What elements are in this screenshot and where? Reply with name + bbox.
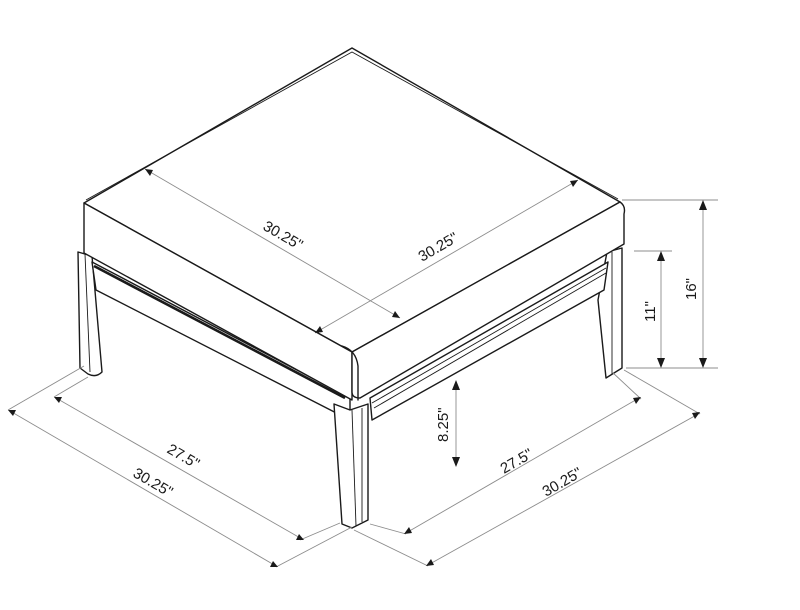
dim-leg-clearance: 8.25" [435, 380, 460, 467]
ottoman-drawing [77, 47, 626, 529]
dim-seat-height: 16" [622, 199, 718, 369]
dim-overall-left-label: 30.25" [130, 465, 176, 501]
frame-apron [91, 261, 609, 421]
dim-leg-span-left: 27.5" [53, 376, 341, 541]
front-leg [333, 403, 369, 529]
back-left-leg [77, 251, 103, 377]
dim-frame-height: 11" [634, 250, 672, 368]
dim-overall-right-label: 30.25" [540, 464, 586, 500]
dim-leg-clearance-label: 8.25" [435, 407, 452, 442]
dim-seat-height-label: 16" [683, 278, 700, 300]
dim-frame-height-label: 11" [642, 301, 659, 322]
dim-leg-span-right-label: 27.5" [498, 445, 536, 477]
cushion [83, 47, 626, 401]
dim-leg-span-left-label: 27.5" [164, 441, 202, 473]
